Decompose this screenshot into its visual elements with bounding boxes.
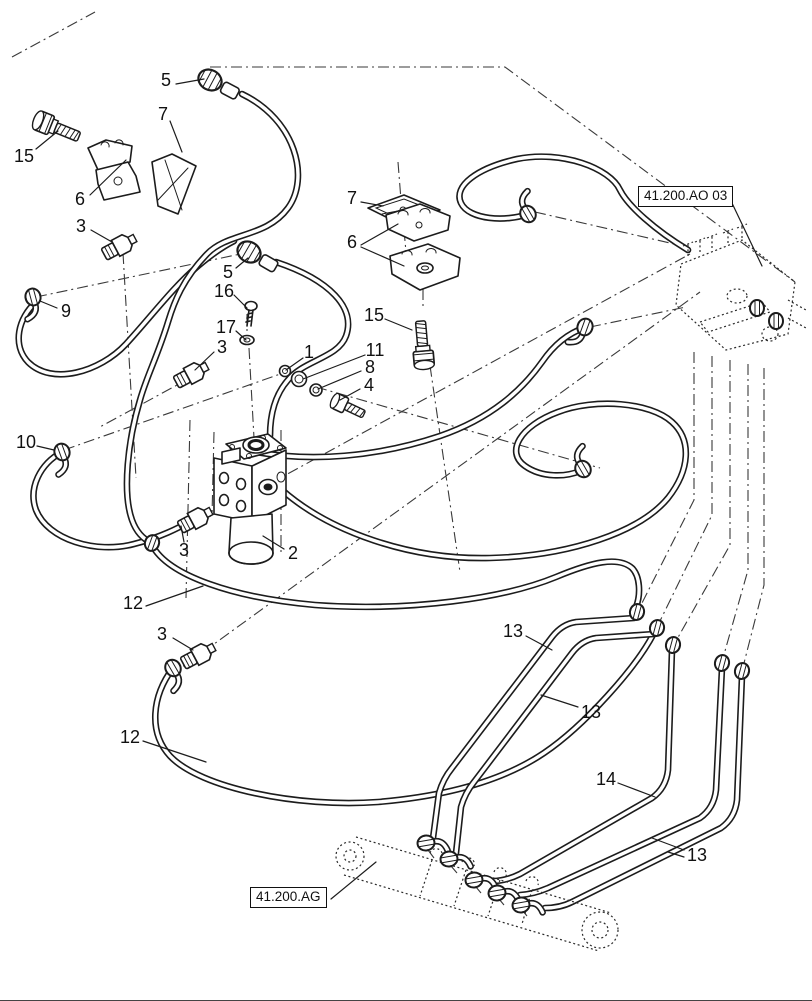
callout-16: 16 [213, 281, 235, 301]
callout-7: 7 [157, 104, 169, 124]
callout-11: 11 [365, 340, 385, 360]
callout-3: 3 [178, 540, 190, 560]
manifold-tube-nut [768, 312, 784, 330]
steering-cylinder-reference-drawing [335, 836, 619, 952]
callout-17: 17 [215, 317, 237, 337]
callout-5: 5 [160, 70, 172, 90]
clamp-block-lower [389, 243, 461, 291]
callout-4: 4 [363, 375, 375, 395]
tube-nut [732, 660, 752, 682]
callout-3: 3 [156, 624, 168, 644]
callout-13: 13 [686, 845, 708, 865]
screw-and-washer [239, 300, 258, 346]
callout-1: 1 [303, 342, 315, 362]
callout-3: 3 [216, 337, 228, 357]
tube-nut [712, 652, 732, 674]
callout-10: 10 [15, 432, 37, 452]
callout-8: 8 [364, 357, 376, 377]
callout-13: 13 [580, 702, 602, 722]
callout-14: 14 [595, 769, 617, 789]
callout-6: 6 [74, 189, 86, 209]
adapter-fitting [178, 638, 220, 673]
callout-12: 12 [122, 593, 144, 613]
section-reference-41-200-AG[interactable]: 41.200.AG [250, 887, 327, 908]
manifold-tube-nut [749, 299, 765, 317]
callout-12: 12 [119, 727, 141, 747]
section-reference-41-200-AO-03[interactable]: 41.200.AO 03 [638, 186, 734, 207]
callout-15: 15 [13, 146, 35, 166]
callout-leader-lines [35, 78, 763, 900]
hex-bolt [29, 108, 84, 147]
hose-end-fitting [193, 64, 244, 105]
callout-15: 15 [363, 305, 385, 325]
clamp-block-left [87, 139, 141, 201]
steering-valve-unit [213, 433, 287, 565]
callout-9: 9 [60, 301, 72, 321]
hex-bolt [409, 319, 436, 372]
callout-5: 5 [222, 262, 234, 282]
hex-bolt-small [329, 392, 366, 418]
callout-3: 3 [75, 216, 87, 236]
adapter-fitting [99, 229, 141, 264]
callout-13: 13 [502, 621, 524, 641]
callout-6: 6 [346, 232, 358, 252]
adapter-fitting [171, 357, 213, 392]
mounting-bracket-left [151, 153, 197, 215]
valve-manifold-reference-drawing [675, 223, 807, 351]
callout-2: 2 [287, 543, 299, 563]
tube-nut [663, 634, 683, 656]
callout-7: 7 [346, 188, 358, 208]
hose-end-fitting [232, 236, 282, 278]
